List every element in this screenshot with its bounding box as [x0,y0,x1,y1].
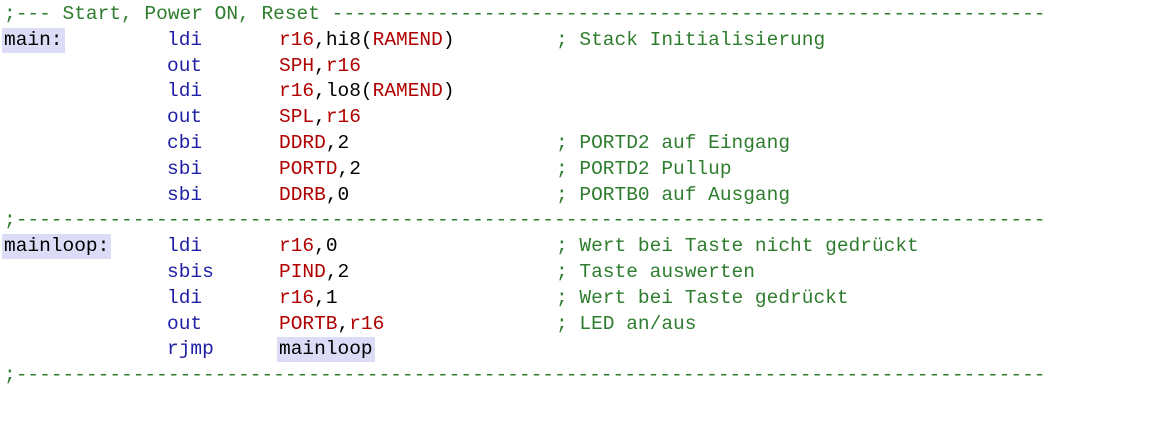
immediate-value: 1 [325,286,338,309]
register: r16 [279,235,315,258]
separator-comment: ;---------------------------------------… [4,209,1046,232]
line-comment: ; PORTD2 Pullup [556,157,732,180]
operands: SPL,r16 [279,105,361,131]
symbol: RAMEND [372,80,443,103]
line-comment: ; Taste auswerten [556,260,755,283]
operands: mainloop [277,337,375,363]
code-line: ldi r16,1 ; Wert bei Taste gedrückt [4,286,849,312]
register: r16 [279,80,315,103]
comma: , [314,28,326,51]
comma: , [314,80,326,103]
line-comment: ; LED an/aus [556,312,697,335]
line-comment: ; Stack Initialisierung [556,28,826,51]
register: r16 [279,28,315,51]
comma: , [337,312,350,335]
operands: PORTD,2 [279,157,361,183]
operands: SPH,r16 [279,54,361,80]
code-line: sbis PIND,2 ; Taste auswerten [4,260,755,286]
mnemonic: sbi [167,183,203,206]
mnemonic: ldi [167,235,203,258]
mnemonic: out [167,312,203,335]
register: r16 [325,106,361,129]
label-mainloop[interactable]: mainloop: [2,234,112,260]
comma: , [314,106,326,129]
separator-comment: ;---------------------------------------… [4,364,1046,387]
line-comment: ; Wert bei Taste nicht gedrückt [556,235,919,258]
close-paren: ) [442,28,455,51]
register: r16 [325,54,361,77]
header-comment: ;--- Start, Power ON, Reset ------------… [4,3,1046,25]
comma: , [325,131,338,154]
symbol: RAMEND [372,28,443,51]
comma: , [325,260,338,283]
code-line: sbi DDRB,0 ; PORTB0 auf Ausgang [4,183,790,209]
code-line: out PORTB,r16 ; LED an/aus [4,312,696,338]
line-comment: ; PORTD2 auf Eingang [556,131,791,154]
mnemonic: ldi [167,80,203,103]
comma: , [314,54,326,77]
port-name: SPL [279,106,315,129]
function-name: hi8 [325,28,361,51]
label-reference-mainloop[interactable]: mainloop [277,337,375,363]
open-paren: ( [360,28,373,51]
code-line: main: ldi r16,hi8(RAMEND) ; Stack Initia… [2,27,825,54]
function-name: lo8 [325,80,361,103]
operands: DDRD,2 [279,131,349,157]
comma: , [314,235,326,258]
port-name: PORTB [279,312,338,335]
mnemonic: ldi [167,286,203,309]
mnemonic: ldi [167,28,203,51]
bit-number: 2 [337,131,350,154]
comma: , [314,286,326,309]
comma: , [337,157,350,180]
register: r16 [349,312,385,335]
port-name: PORTD [279,157,338,180]
label-main[interactable]: main: [2,27,65,53]
operands: r16,0 [279,234,338,260]
operands: DDRB,0 [279,183,349,209]
mnemonic: rjmp [167,338,214,361]
close-paren: ) [442,80,455,103]
code-line: cbi DDRD,2 ; PORTD2 auf Eingang [4,131,790,157]
mnemonic: out [167,54,203,77]
comma: , [325,183,338,206]
immediate-value: 0 [325,235,338,258]
operands: r16,lo8(RAMEND) [279,79,455,105]
operands: r16,hi8(RAMEND) [279,28,455,54]
code-line: rjmp mainloop [4,337,375,363]
code-line: ;---------------------------------------… [4,363,1045,389]
port-name: PIND [279,260,326,283]
line-comment: ; PORTB0 auf Ausgang [556,183,791,206]
bit-number: 0 [337,183,350,206]
bit-number: 2 [349,157,361,180]
mnemonic: sbis [167,260,214,283]
port-name: DDRB [279,183,326,206]
code-line: sbi PORTD,2 ; PORTD2 Pullup [4,157,732,183]
code-listing: ;--- Start, Power ON, Reset ------------… [2,2,1045,389]
code-line: out SPL,r16 [4,105,361,131]
port-name: DDRD [279,131,326,154]
code-line: mainloop: ldi r16,0 ; Wert bei Taste nic… [2,234,919,260]
operands: r16,1 [279,286,338,312]
mnemonic: out [167,106,203,129]
line-comment: ; Wert bei Taste gedrückt [556,286,849,309]
operands: PORTB,r16 [279,312,384,338]
bit-number: 2 [337,260,350,283]
code-line: ldi r16,lo8(RAMEND) [4,79,455,105]
code-line: out SPH,r16 [4,54,361,80]
code-line: ;--- Start, Power ON, Reset ------------… [4,2,1045,28]
mnemonic: sbi [167,157,203,180]
operands: PIND,2 [279,260,349,286]
register: r16 [279,286,315,309]
open-paren: ( [360,80,373,103]
code-line: ;---------------------------------------… [4,208,1045,234]
mnemonic: cbi [167,131,203,154]
port-name: SPH [279,54,315,77]
